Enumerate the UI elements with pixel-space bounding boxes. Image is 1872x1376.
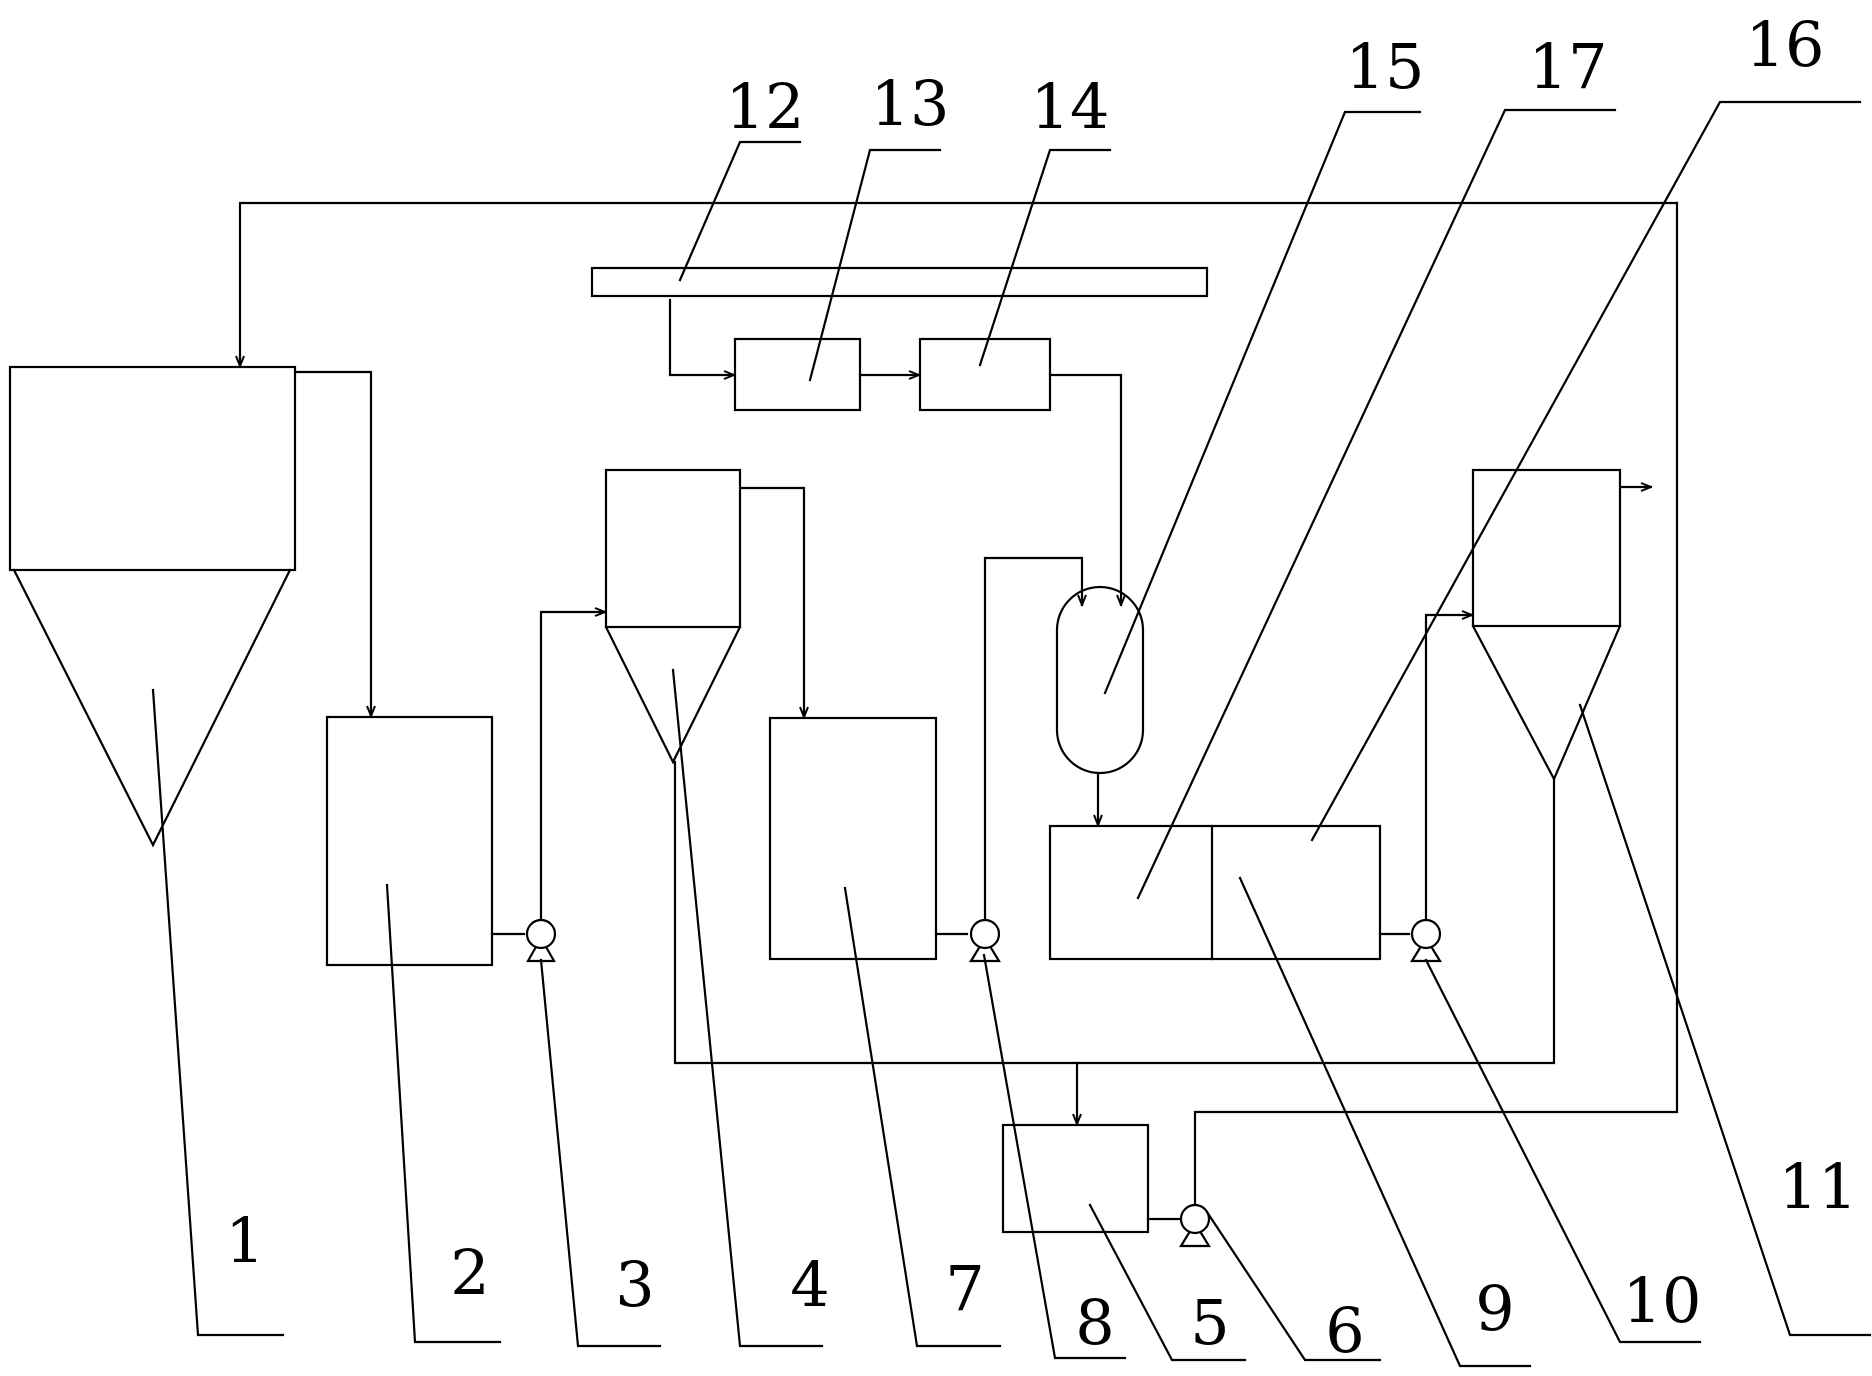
leader-lines — [151, 100, 1872, 1368]
equipment-11-cyclone — [1471, 468, 1622, 782]
equipment-4-cyclone — [604, 468, 742, 765]
label-11: 11 — [1779, 1150, 1858, 1223]
equipment-7-tank — [768, 716, 938, 961]
label-4: 4 — [790, 1248, 829, 1321]
label-17: 17 — [1529, 30, 1608, 103]
equipment-13-box — [733, 337, 862, 412]
label-13: 13 — [871, 67, 950, 140]
label-7: 7 — [945, 1252, 984, 1325]
label-8: 8 — [1075, 1286, 1114, 1359]
equipment-5-tank — [1001, 1123, 1150, 1234]
pump-3 — [525, 918, 557, 963]
label-3: 3 — [615, 1248, 654, 1321]
equipment-1-settling-tank — [8, 365, 297, 848]
label-16: 16 — [1746, 8, 1825, 81]
label-10: 10 — [1623, 1264, 1702, 1337]
label-6: 6 — [1325, 1294, 1364, 1367]
pump-10 — [1410, 918, 1442, 963]
label-1: 1 — [225, 1204, 264, 1277]
label-12: 12 — [726, 70, 805, 143]
pump-8 — [969, 918, 1001, 963]
label-15: 15 — [1346, 30, 1425, 103]
equipment-15-vessel — [1055, 585, 1145, 775]
equipment-17-9-tank — [1048, 824, 1382, 961]
equipment-2-tank — [325, 715, 494, 967]
equipment-12-header-bar — [590, 266, 1209, 298]
pipe-lines — [240, 201, 1679, 1221]
label-14: 14 — [1031, 70, 1110, 143]
label-2: 2 — [450, 1236, 489, 1309]
pump-6 — [1179, 1203, 1211, 1248]
label-5: 5 — [1190, 1286, 1229, 1359]
label-9: 9 — [1475, 1272, 1514, 1345]
